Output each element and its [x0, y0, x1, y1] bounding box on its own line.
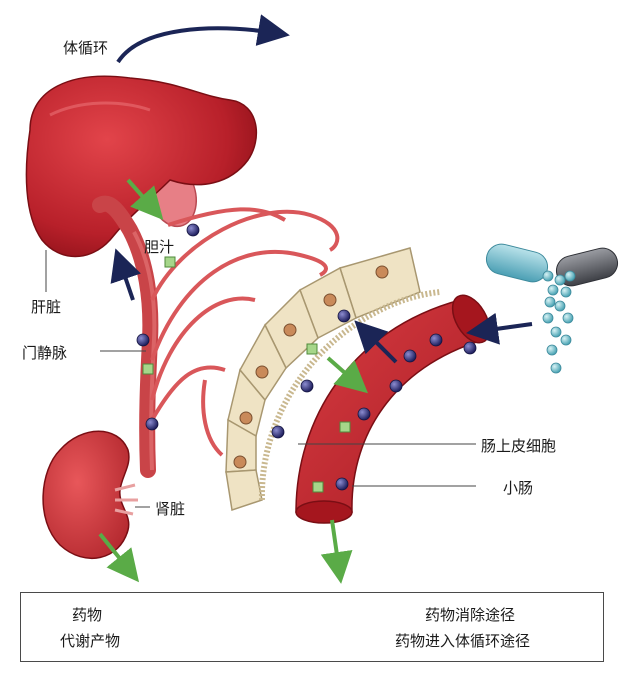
legend — [20, 592, 604, 662]
drug-particles — [136, 223, 477, 491]
legend-drug-label: 药物 — [72, 606, 103, 624]
legend-metabolite-label: 代谢产物 — [60, 632, 121, 650]
elimination-arrows — [98, 178, 368, 584]
renal-hilum — [114, 483, 138, 516]
label-intestinal-epithelial-cells: 肠上皮细胞 — [481, 437, 557, 455]
mesenteric-vessels — [150, 207, 340, 457]
label-liver: 肝脏 — [31, 298, 62, 316]
systemic-circulation-arrow — [116, 14, 290, 64]
label-bile: 胆汁 — [144, 238, 175, 256]
capsule — [485, 243, 619, 287]
legend-elimination-label: 药物消除途径 — [425, 606, 516, 624]
label-portal-vein: 门静脉 — [22, 344, 68, 362]
portal-vein — [92, 195, 159, 478]
drug-pellets — [542, 270, 576, 374]
liver — [25, 75, 258, 258]
metabolite-particles — [142, 256, 351, 493]
liver-highlight — [49, 101, 151, 117]
label-systemic-circulation: 体循环 — [63, 39, 109, 57]
legend-entry-label: 药物进入体循环途径 — [395, 632, 531, 650]
label-small-intestine: 小肠 — [503, 479, 534, 497]
label-kidney: 肾脏 — [155, 500, 186, 518]
intestine-bottom-opening — [295, 500, 353, 524]
brush-border — [258, 289, 441, 501]
kidney — [42, 430, 130, 559]
cell-nuclei — [233, 265, 389, 469]
leader-lines — [45, 250, 476, 508]
absorption-arrows — [110, 248, 533, 364]
